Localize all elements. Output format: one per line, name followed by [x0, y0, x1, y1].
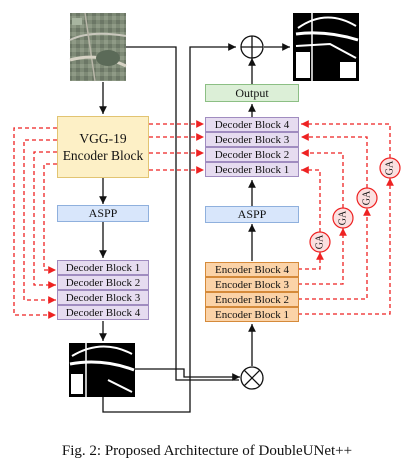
encoder-block-2: Encoder Block 2	[205, 292, 299, 307]
right-decoder-block-4: Decoder Block 4	[205, 117, 299, 132]
encoder-block-4: Encoder Block 4	[205, 262, 299, 277]
ga-nodes: GA GA GA GA	[309, 157, 401, 253]
ga-node-2	[332, 207, 354, 229]
ga-label-1: GA	[315, 234, 326, 249]
output-mask-image	[293, 13, 359, 81]
ga-label-3: GA	[362, 190, 373, 205]
arrow-mask1-to-add	[102, 43, 236, 413]
line-input-to-multiply	[126, 46, 239, 381]
satellite-image	[69, 12, 127, 82]
ga-label-4: GA	[385, 160, 396, 175]
skip-connections	[13, 120, 394, 319]
right-decoder-block-2: Decoder Block 2	[205, 147, 299, 162]
left-decoder-block-1: Decoder Block 1	[57, 260, 149, 275]
aspp-block-right: ASPP	[205, 206, 299, 223]
vgg-subtitle: Encoder Block	[62, 148, 144, 163]
encoder-block-1: Encoder Block 1	[205, 307, 299, 322]
multiply-operator	[240, 366, 264, 390]
ga-node-4	[379, 157, 401, 179]
add-operator	[240, 35, 264, 59]
figure-caption: Fig. 2: Proposed Architecture of DoubleU…	[61, 443, 353, 459]
ga-label-2: GA	[338, 210, 349, 225]
flow-arrows	[99, 43, 290, 413]
vgg19-encoder-block: VGG-19 Encoder Block	[57, 116, 149, 178]
right-decoder-block-3: Decoder Block 3	[205, 132, 299, 147]
right-decoder-block-1: Decoder Block 1	[205, 162, 299, 177]
left-decoder-block-2: Decoder Block 2	[57, 275, 149, 290]
intermediate-mask-image	[69, 343, 135, 397]
left-decoder-block-4: Decoder Block 4	[57, 305, 149, 320]
left-decoder-block-3: Decoder Block 3	[57, 290, 149, 305]
vgg-title: VGG-19	[79, 131, 127, 146]
ga-node-3	[356, 187, 378, 209]
aspp-block-left: ASPP	[57, 205, 149, 222]
encoder-block-3: Encoder Block 3	[205, 277, 299, 292]
arrow-mask1-to-multiply	[135, 368, 240, 381]
output-block: Output	[205, 84, 299, 102]
ga-node-1	[309, 231, 331, 253]
